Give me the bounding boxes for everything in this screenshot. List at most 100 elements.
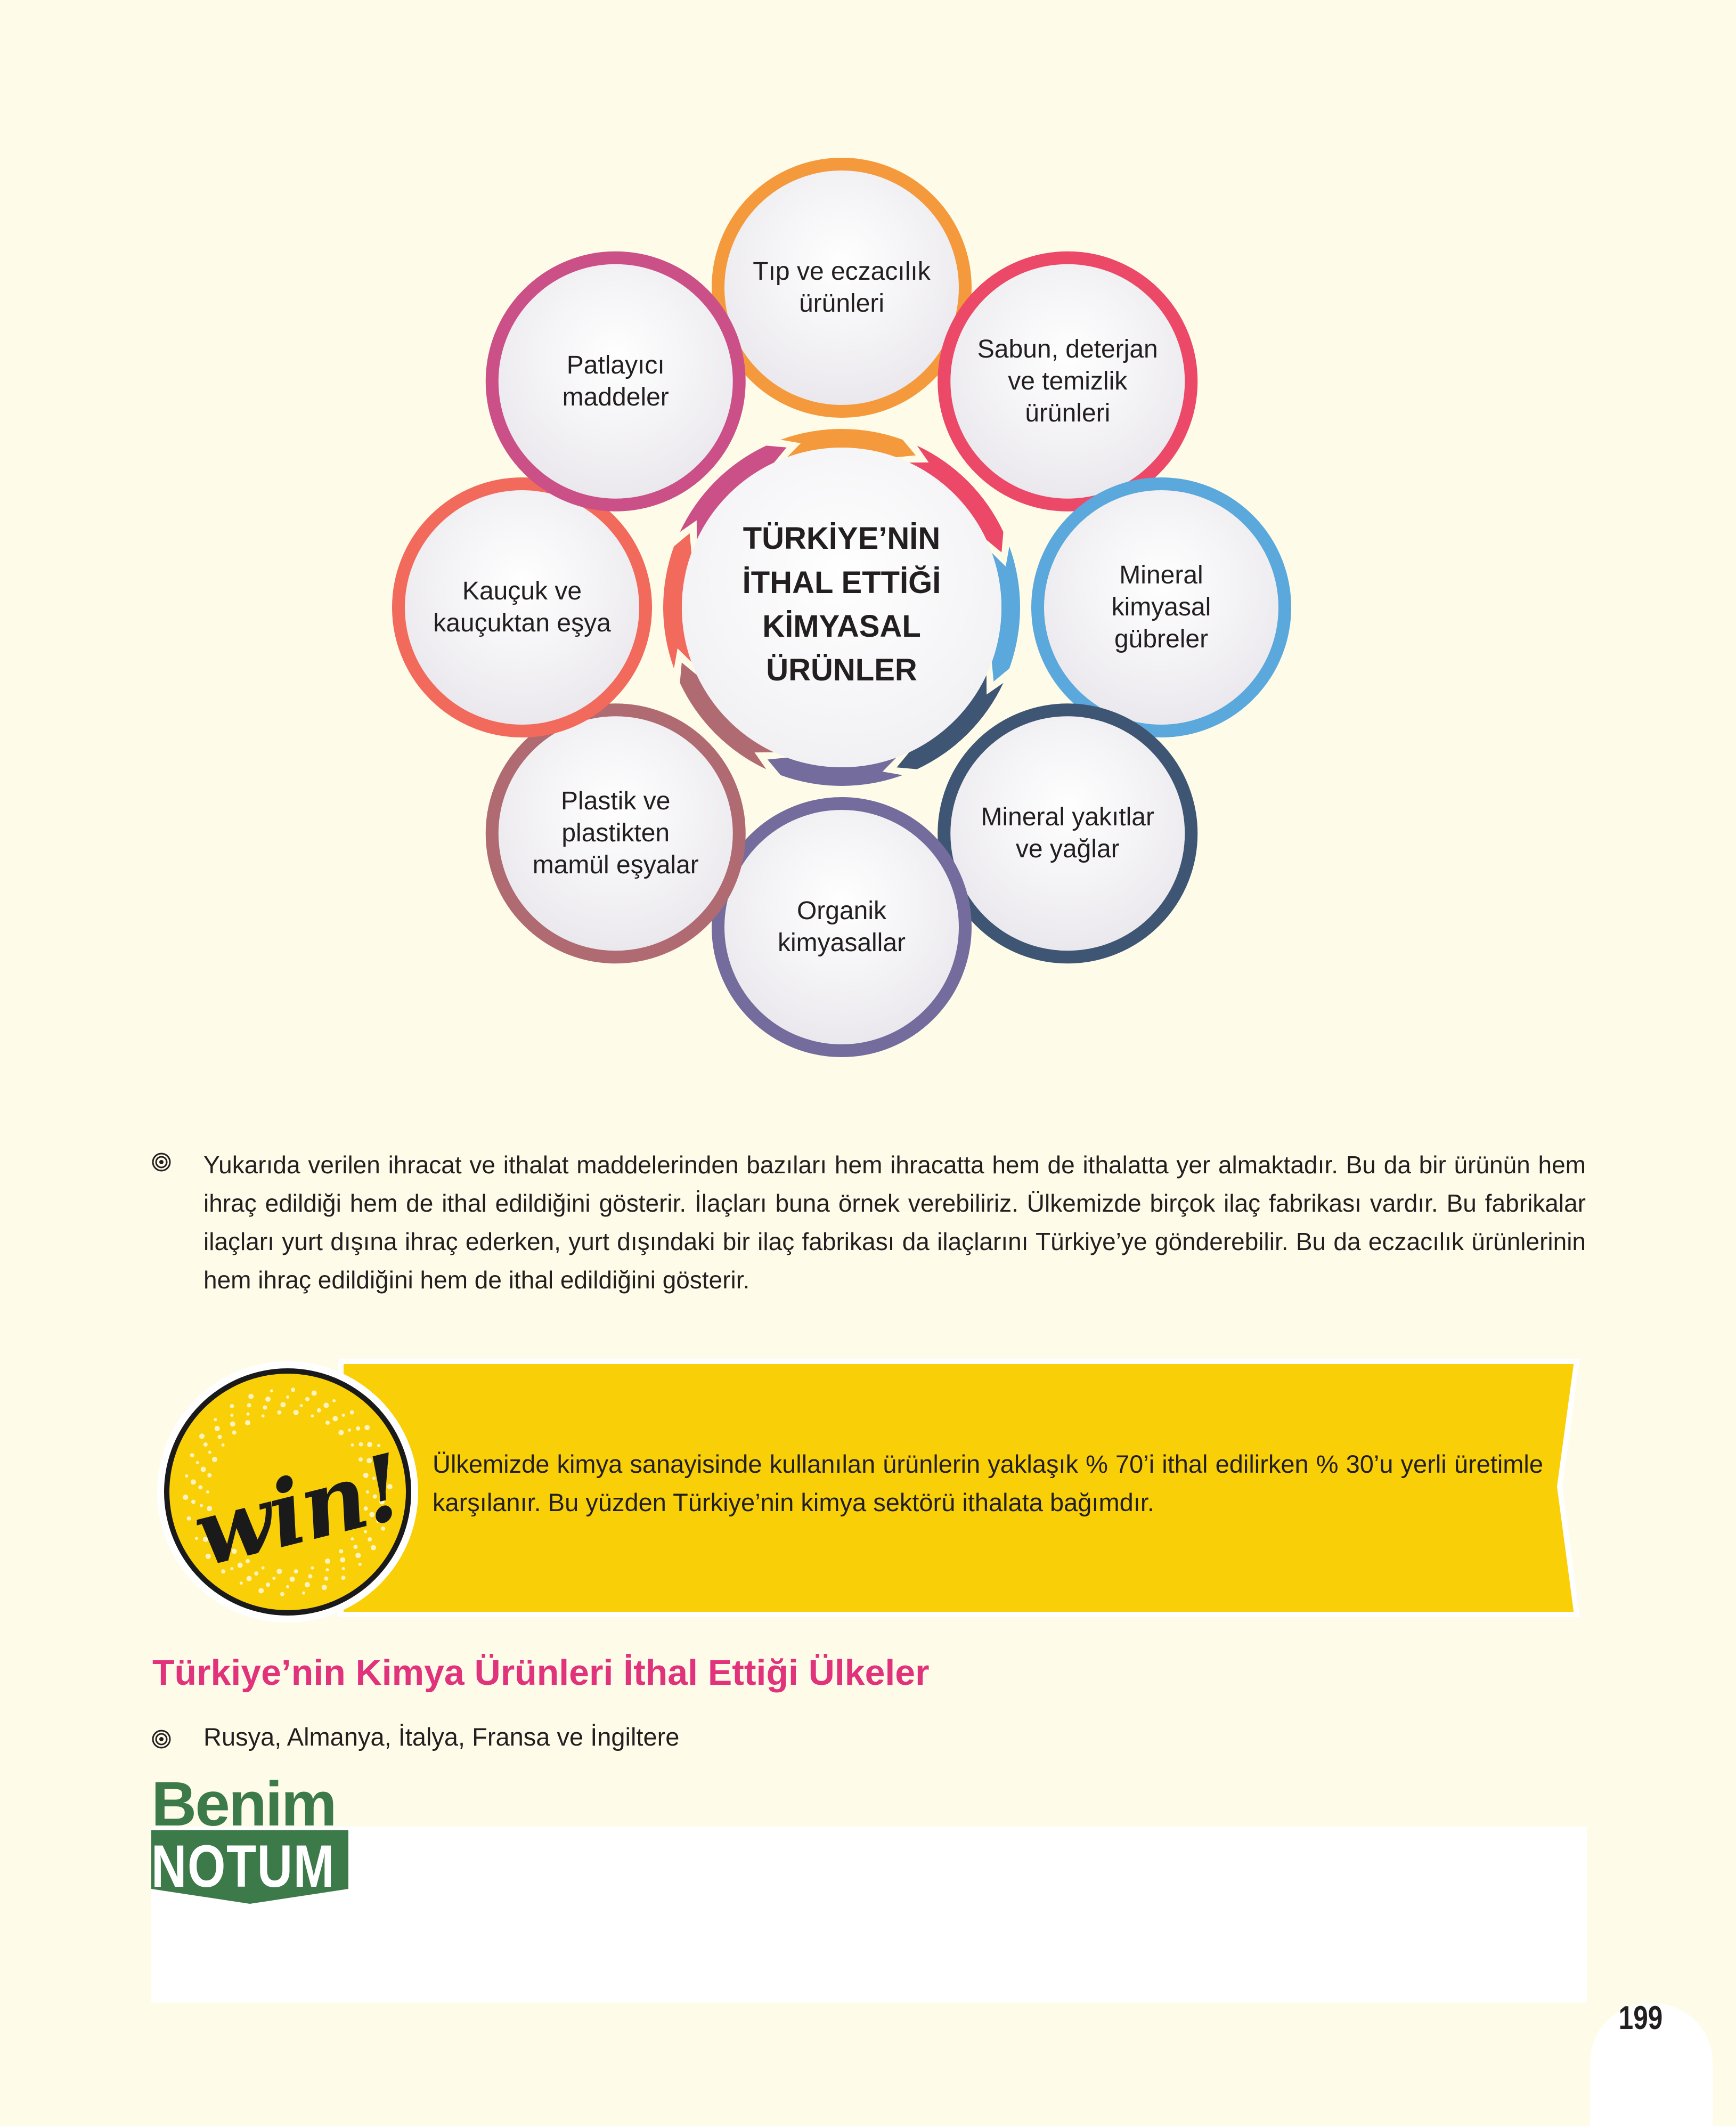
sparkle-dot (366, 1458, 372, 1464)
sparkle-dot (280, 1592, 284, 1596)
explanation-paragraph: Yukarıda verilen ihracat ve ithalat madd… (203, 1151, 1586, 1294)
sparkle-dot (323, 1402, 329, 1408)
sparkle-dot (340, 1557, 346, 1563)
sparkle-dot (364, 1530, 368, 1533)
center-arc-segment (663, 533, 692, 669)
sparkle-dot (212, 1537, 217, 1542)
sparkle-dot (215, 1553, 219, 1558)
sparkle-dot (224, 1552, 228, 1555)
sparkle-dot (325, 1568, 329, 1572)
sparkle-dot (363, 1472, 369, 1478)
sparkle-dot (376, 1520, 380, 1523)
sparkle-dot (311, 1390, 317, 1396)
sparkle-dot (198, 1485, 203, 1490)
center-arc-segment (680, 662, 775, 769)
sparkle-dot (246, 1559, 250, 1563)
sparkle-dot (191, 1499, 195, 1504)
sparkle-dot (221, 1569, 226, 1574)
sparkle-dot (217, 1434, 222, 1439)
sparkle-dot (332, 1416, 338, 1422)
center-arc-segment (909, 445, 1004, 553)
page-number-tab (1590, 2003, 1713, 2126)
item-ring (1031, 477, 1291, 737)
sparkle-dot (230, 1413, 234, 1417)
sparkle-dot (363, 1506, 368, 1511)
sparkle-dot (353, 1545, 358, 1549)
sparkle-dot (261, 1414, 265, 1418)
sparkle-dot (208, 1450, 211, 1454)
sparkle-dot (384, 1463, 389, 1468)
sparkle-dot (258, 1588, 264, 1594)
center-arc-segment (896, 675, 1004, 769)
sparkle-dot (231, 1548, 237, 1554)
sparkle-dot (379, 1499, 385, 1505)
sparkle-dot (246, 1576, 252, 1581)
spiral-bullet-icon (152, 1153, 171, 1172)
sparkle-dot (246, 1412, 250, 1416)
sparkle-dot (321, 1585, 327, 1591)
sparkle-dot (372, 1494, 377, 1499)
sparkle-dot (366, 1490, 369, 1494)
sparkle-dot (381, 1526, 386, 1531)
sparkle-dot (387, 1483, 393, 1489)
sparkle-dot (230, 1403, 234, 1408)
sparkle-dot (293, 1409, 299, 1415)
sparkle-dot (190, 1453, 194, 1458)
sparkle-dot (203, 1520, 209, 1526)
banner-text: Ülkemizde kimya sanayisinde kullanılan ü… (433, 1450, 1543, 1516)
sparkle-dot (367, 1442, 373, 1447)
sparkle-dot (237, 1562, 243, 1568)
sparkle-dot (341, 1576, 346, 1580)
page-number: 199 (1618, 2000, 1663, 2036)
sparkle-dot (190, 1479, 196, 1485)
sparkle-dot (230, 1421, 235, 1427)
sparkle-dots (183, 1387, 393, 1596)
sparkle-dot (214, 1418, 217, 1422)
sparkle-dot (364, 1425, 370, 1431)
sparkle-dot (358, 1442, 363, 1447)
sparkle-dot (205, 1553, 211, 1559)
item-ring (485, 251, 746, 512)
sparkle-dot (207, 1506, 213, 1512)
sparkle-dot (200, 1504, 203, 1507)
item-label: Organik kimyasallar (777, 897, 906, 957)
sparkle-dot (270, 1389, 273, 1393)
center-disc (682, 448, 1001, 767)
sparkle-dot (291, 1387, 296, 1392)
imported-chemicals-diagram (392, 158, 1291, 1057)
sparkle-dot (387, 1506, 390, 1510)
sparkle-dot (339, 1549, 344, 1554)
sparkle-dot (351, 1537, 354, 1541)
sparkle-dot (195, 1520, 199, 1523)
sparkle-dot (199, 1433, 205, 1439)
sparkle-dot (371, 1545, 377, 1551)
sparkle-dot (349, 1410, 354, 1415)
sparkle-dot (358, 1522, 364, 1528)
sparkle-dot (316, 1408, 321, 1413)
sparkle-dot (347, 1429, 351, 1432)
sparkle-dot (185, 1474, 189, 1478)
sparkle-dot (200, 1466, 206, 1472)
sparkle-dot (232, 1430, 237, 1435)
sparkle-dot (265, 1583, 270, 1587)
sparkle-dot (183, 1495, 189, 1500)
sparkle-dot (286, 1395, 289, 1399)
center-segmented-ring (663, 428, 1020, 786)
sparkle-dot (276, 1569, 282, 1575)
item-ring (712, 158, 972, 418)
item-label: Plastik ve plastikten mamül eşyalar (532, 787, 699, 880)
sparkle-dot (221, 1537, 225, 1541)
sparkle-dot (247, 1403, 251, 1408)
sparkle-dot (341, 1413, 345, 1417)
sparkle-dot (305, 1582, 311, 1588)
sparkle-dot (289, 1576, 295, 1582)
sparkle-dot (245, 1420, 250, 1426)
sparkle-dot (263, 1405, 267, 1410)
sparkle-dot (221, 1443, 225, 1447)
note-box[interactable] (151, 1827, 1587, 2002)
sparkle-dot (332, 1399, 336, 1402)
center-arc-segment (767, 757, 903, 786)
item-ring (938, 251, 1198, 512)
sparkle-dot (358, 1457, 363, 1462)
item-ring (938, 703, 1198, 964)
